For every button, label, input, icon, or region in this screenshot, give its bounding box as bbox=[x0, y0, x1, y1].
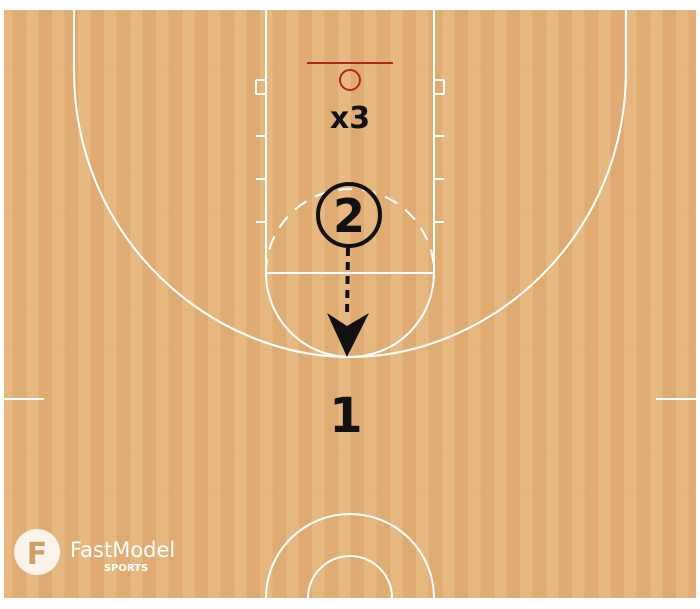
logo-mark-letter: F bbox=[27, 537, 48, 572]
dribble-arrow-line bbox=[345, 247, 350, 317]
court-lines bbox=[4, 10, 696, 599]
player-1-label: 1 bbox=[329, 388, 362, 444]
center-circle-outer bbox=[265, 513, 435, 599]
logo-mark-circle bbox=[14, 529, 60, 575]
player-2-circle bbox=[316, 182, 382, 248]
player-x3-label: x3 bbox=[330, 101, 370, 136]
logo-brand-sub: SPORTS bbox=[104, 563, 148, 574]
free-throw-circle-dashed bbox=[265, 188, 435, 274]
free-throw-circle-solid bbox=[265, 272, 435, 358]
center-circle-inner bbox=[307, 555, 393, 599]
logo-brand-name: FastModel bbox=[70, 538, 175, 562]
rim bbox=[339, 69, 361, 91]
court-floor bbox=[4, 10, 696, 598]
dribble-arrow-head bbox=[327, 313, 369, 357]
player-2-label: 2 bbox=[333, 189, 365, 243]
paint-lane bbox=[265, 10, 435, 274]
fastmodel-logo: F FastModel SPORTS bbox=[14, 529, 175, 575]
